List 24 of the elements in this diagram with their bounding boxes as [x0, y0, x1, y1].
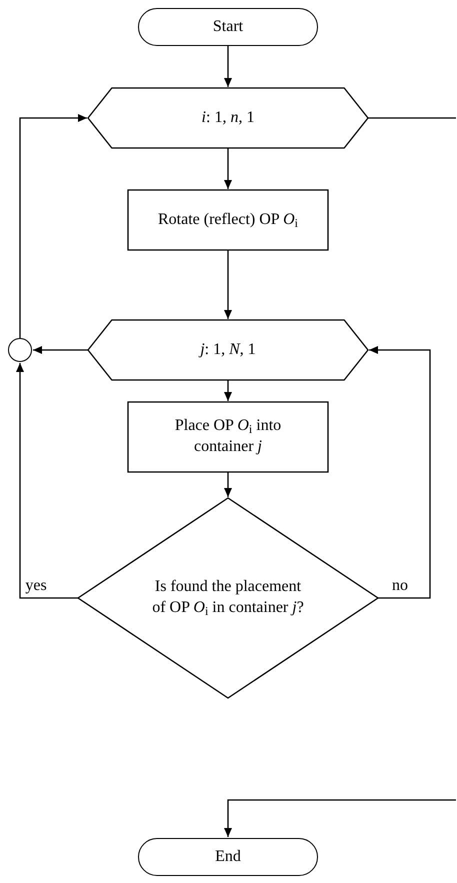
arrow [224, 472, 232, 497]
node-label: Is found the placement of OP O$_{i}$ in container j? [151, 577, 305, 619]
arrow [224, 46, 232, 87]
arrow [16, 363, 78, 599]
arrow [224, 380, 232, 401]
arrow [19, 114, 87, 338]
node-label: i: 1, n, 1 [202, 108, 254, 128]
arrow [224, 148, 232, 189]
loop-hexagon [88, 320, 368, 380]
process-box [128, 402, 328, 472]
loop-hexagon [88, 88, 368, 148]
arrow [224, 250, 232, 319]
node-label: Place OP O$_{i}$ into container j [174, 416, 282, 457]
node-label: Rotate (reflect) OP O$_{i}$ [158, 210, 298, 230]
decision-diamond [78, 498, 378, 698]
terminal-shape [138, 8, 318, 46]
arrow [369, 346, 431, 599]
terminal-shape [138, 838, 318, 876]
arrow [224, 799, 456, 837]
node-label: End [215, 846, 241, 867]
arrow [33, 346, 88, 354]
node-label: j: 1, N, 1 [200, 340, 256, 360]
node-label: Start [212, 16, 244, 37]
process-box [128, 190, 328, 250]
